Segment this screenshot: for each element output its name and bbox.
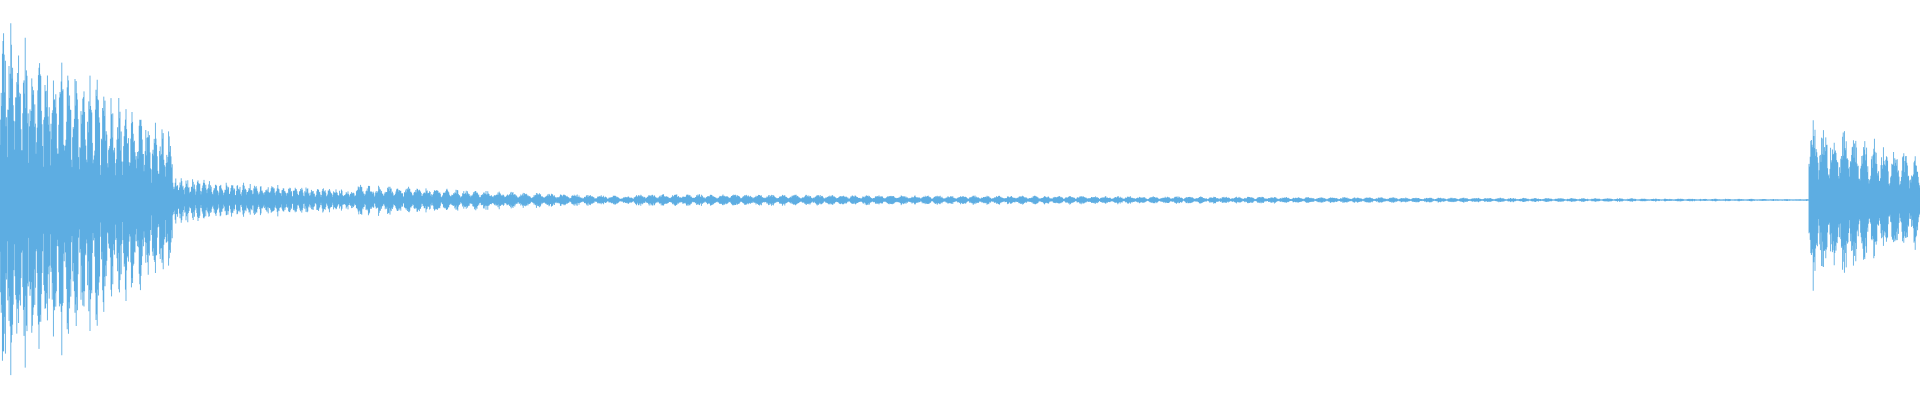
waveform-path [0,23,1920,376]
waveform-bars [0,23,1920,376]
